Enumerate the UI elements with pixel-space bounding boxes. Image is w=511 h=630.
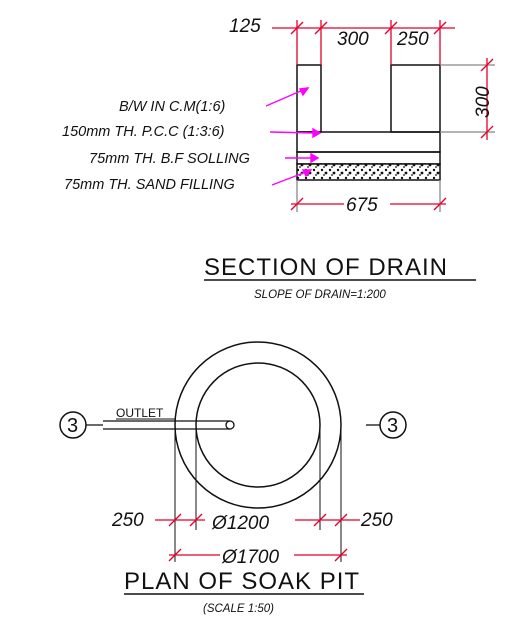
dim-300-top: 300	[337, 29, 369, 50]
dim-1700: Ø1700	[221, 547, 279, 568]
dim-250-right: 250	[360, 510, 393, 531]
left-wall	[296, 64, 322, 133]
dim-250-top: 250	[396, 29, 429, 50]
label-bf: 75mm TH. B.F SOLLING	[89, 151, 250, 167]
dim-125: 125	[229, 16, 261, 37]
label-sand: 75mm TH. SAND FILLING	[64, 177, 235, 193]
right-wall	[390, 64, 441, 133]
leader-lines	[265, 87, 322, 186]
dim-300-right: 300	[473, 86, 494, 118]
section-top-dimensions	[272, 20, 455, 65]
section-subtitle: SLOPE OF DRAIN=1:200	[254, 289, 386, 301]
soak-pit-plan	[174, 341, 342, 509]
section-marker-left: 3	[59, 411, 103, 439]
label-pcc: 150mm TH. P.C.C (1:3:6)	[62, 124, 225, 140]
section-right-dimension	[440, 58, 495, 140]
dim-1200: Ø1200	[211, 513, 269, 534]
section-marker-right: 3	[366, 411, 407, 439]
marker-right-number: 3	[387, 415, 398, 437]
section-title: SECTION OF DRAIN	[204, 254, 448, 281]
dim-250-left: 250	[111, 510, 144, 531]
outer-circle	[174, 341, 342, 509]
dim-675: 675	[346, 195, 378, 216]
dim-675-bg	[344, 194, 390, 214]
dim-1200-bg	[205, 512, 295, 530]
label-bw: B/W IN C.M(1:6)	[119, 99, 225, 115]
marker-left-number: 3	[67, 415, 78, 437]
inner-circle	[195, 362, 321, 488]
outlet-label: OUTLET	[116, 406, 164, 420]
pcc-layer	[296, 131, 441, 153]
plan-scale: (SCALE 1:50)	[203, 603, 274, 615]
sand-filling-layer	[296, 163, 441, 181]
plan-extension-lines	[174, 425, 342, 562]
plan-title: PLAN OF SOAK PIT	[124, 568, 360, 595]
outlet-pipe	[103, 420, 235, 430]
drain-section	[296, 64, 441, 181]
dim-1700-bg	[220, 546, 294, 564]
